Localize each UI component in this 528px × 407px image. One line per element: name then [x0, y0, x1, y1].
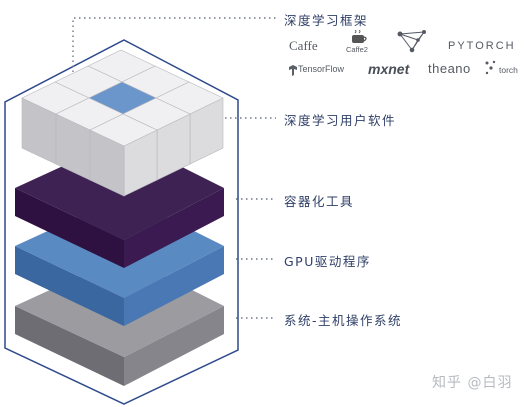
tensorflow-icon [289, 65, 297, 76]
tensorflow-label: TensorFlow [298, 64, 345, 74]
software-cube [89, 113, 158, 197]
torch-label: torch [499, 65, 518, 75]
caffe2-logo-group: Caffe2 [346, 29, 376, 58]
caffe2-label: Caffe2 [346, 45, 368, 54]
pytorch-logo: PYTORCH [448, 40, 516, 52]
caffe-logo: Caffe [289, 38, 318, 53]
watermark: 知乎 @白羽 [432, 375, 513, 391]
label-frameworks: 深度学习框架 [284, 13, 369, 28]
leader-lines [72, 17, 276, 319]
label-user-software: 深度学习用户软件 [284, 113, 397, 128]
hexagon-outline [4, 39, 239, 405]
software-cube-grid [21, 49, 224, 197]
mxnet-logo: mxnet [368, 61, 410, 77]
coffee-cup-icon [352, 29, 367, 43]
theano-graph-icon [397, 30, 426, 53]
label-host-os: 系统-主机操作系统 [284, 313, 403, 328]
theano-logo: theano [428, 61, 471, 76]
label-gpu-driver: GPU驱动程序 [284, 254, 371, 269]
torch-icon [485, 60, 496, 75]
label-container-tools: 容器化工具 [284, 194, 355, 209]
